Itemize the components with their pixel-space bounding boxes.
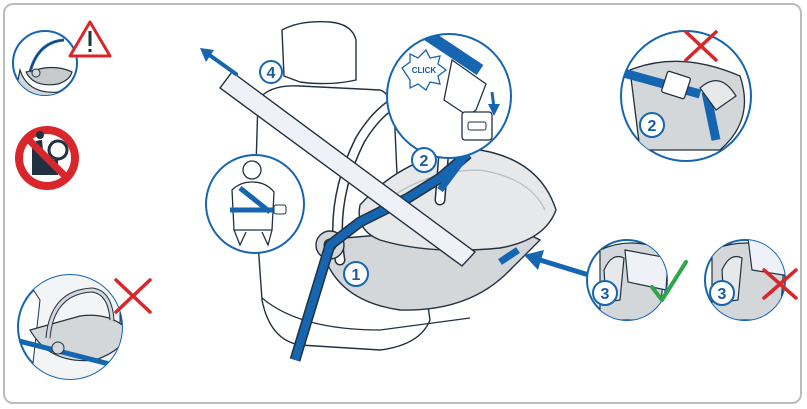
click-burst-icon: CLICK (401, 48, 448, 91)
step-4-badge: 4 (259, 60, 283, 84)
step-3-incorrect-badge: 3 (709, 280, 735, 306)
step-3-incorrect-label: 3 (718, 286, 727, 303)
buckle-click-vignette: CLICK 2 (386, 33, 512, 173)
wrong-seat-vignette (17, 274, 152, 380)
step-4-label: 4 (267, 65, 276, 82)
step-2-label: 2 (420, 153, 429, 170)
click-label: CLICK (412, 66, 437, 75)
carrier-warning-vignette (12, 20, 112, 96)
step-1-badge: 1 (343, 261, 369, 287)
diagonal-belt-guide (219, 71, 477, 267)
green-check-icon (650, 260, 688, 302)
arrow-icon (524, 250, 595, 279)
step-1-label: 1 (352, 267, 361, 284)
correct-hook-vignette: 3 (586, 239, 688, 321)
warning-triangle-icon (68, 20, 112, 58)
red-x-icon (762, 268, 798, 300)
passenger-belt-vignette (205, 154, 305, 254)
no-airbag-icon (15, 126, 79, 190)
incorrect-belt-vignette: 2 (620, 30, 752, 162)
red-x-icon (684, 30, 718, 62)
step-2-badge: 2 (411, 147, 437, 173)
red-x-icon (114, 278, 152, 314)
step-3-correct-badge: 3 (592, 280, 618, 306)
step-2-detail-label: 2 (648, 118, 657, 135)
incorrect-hook-vignette: 3 (704, 239, 798, 321)
step-2-detail-badge: 2 (639, 112, 665, 138)
arrow-icon (200, 48, 238, 76)
step-3-correct-label: 3 (601, 286, 610, 303)
